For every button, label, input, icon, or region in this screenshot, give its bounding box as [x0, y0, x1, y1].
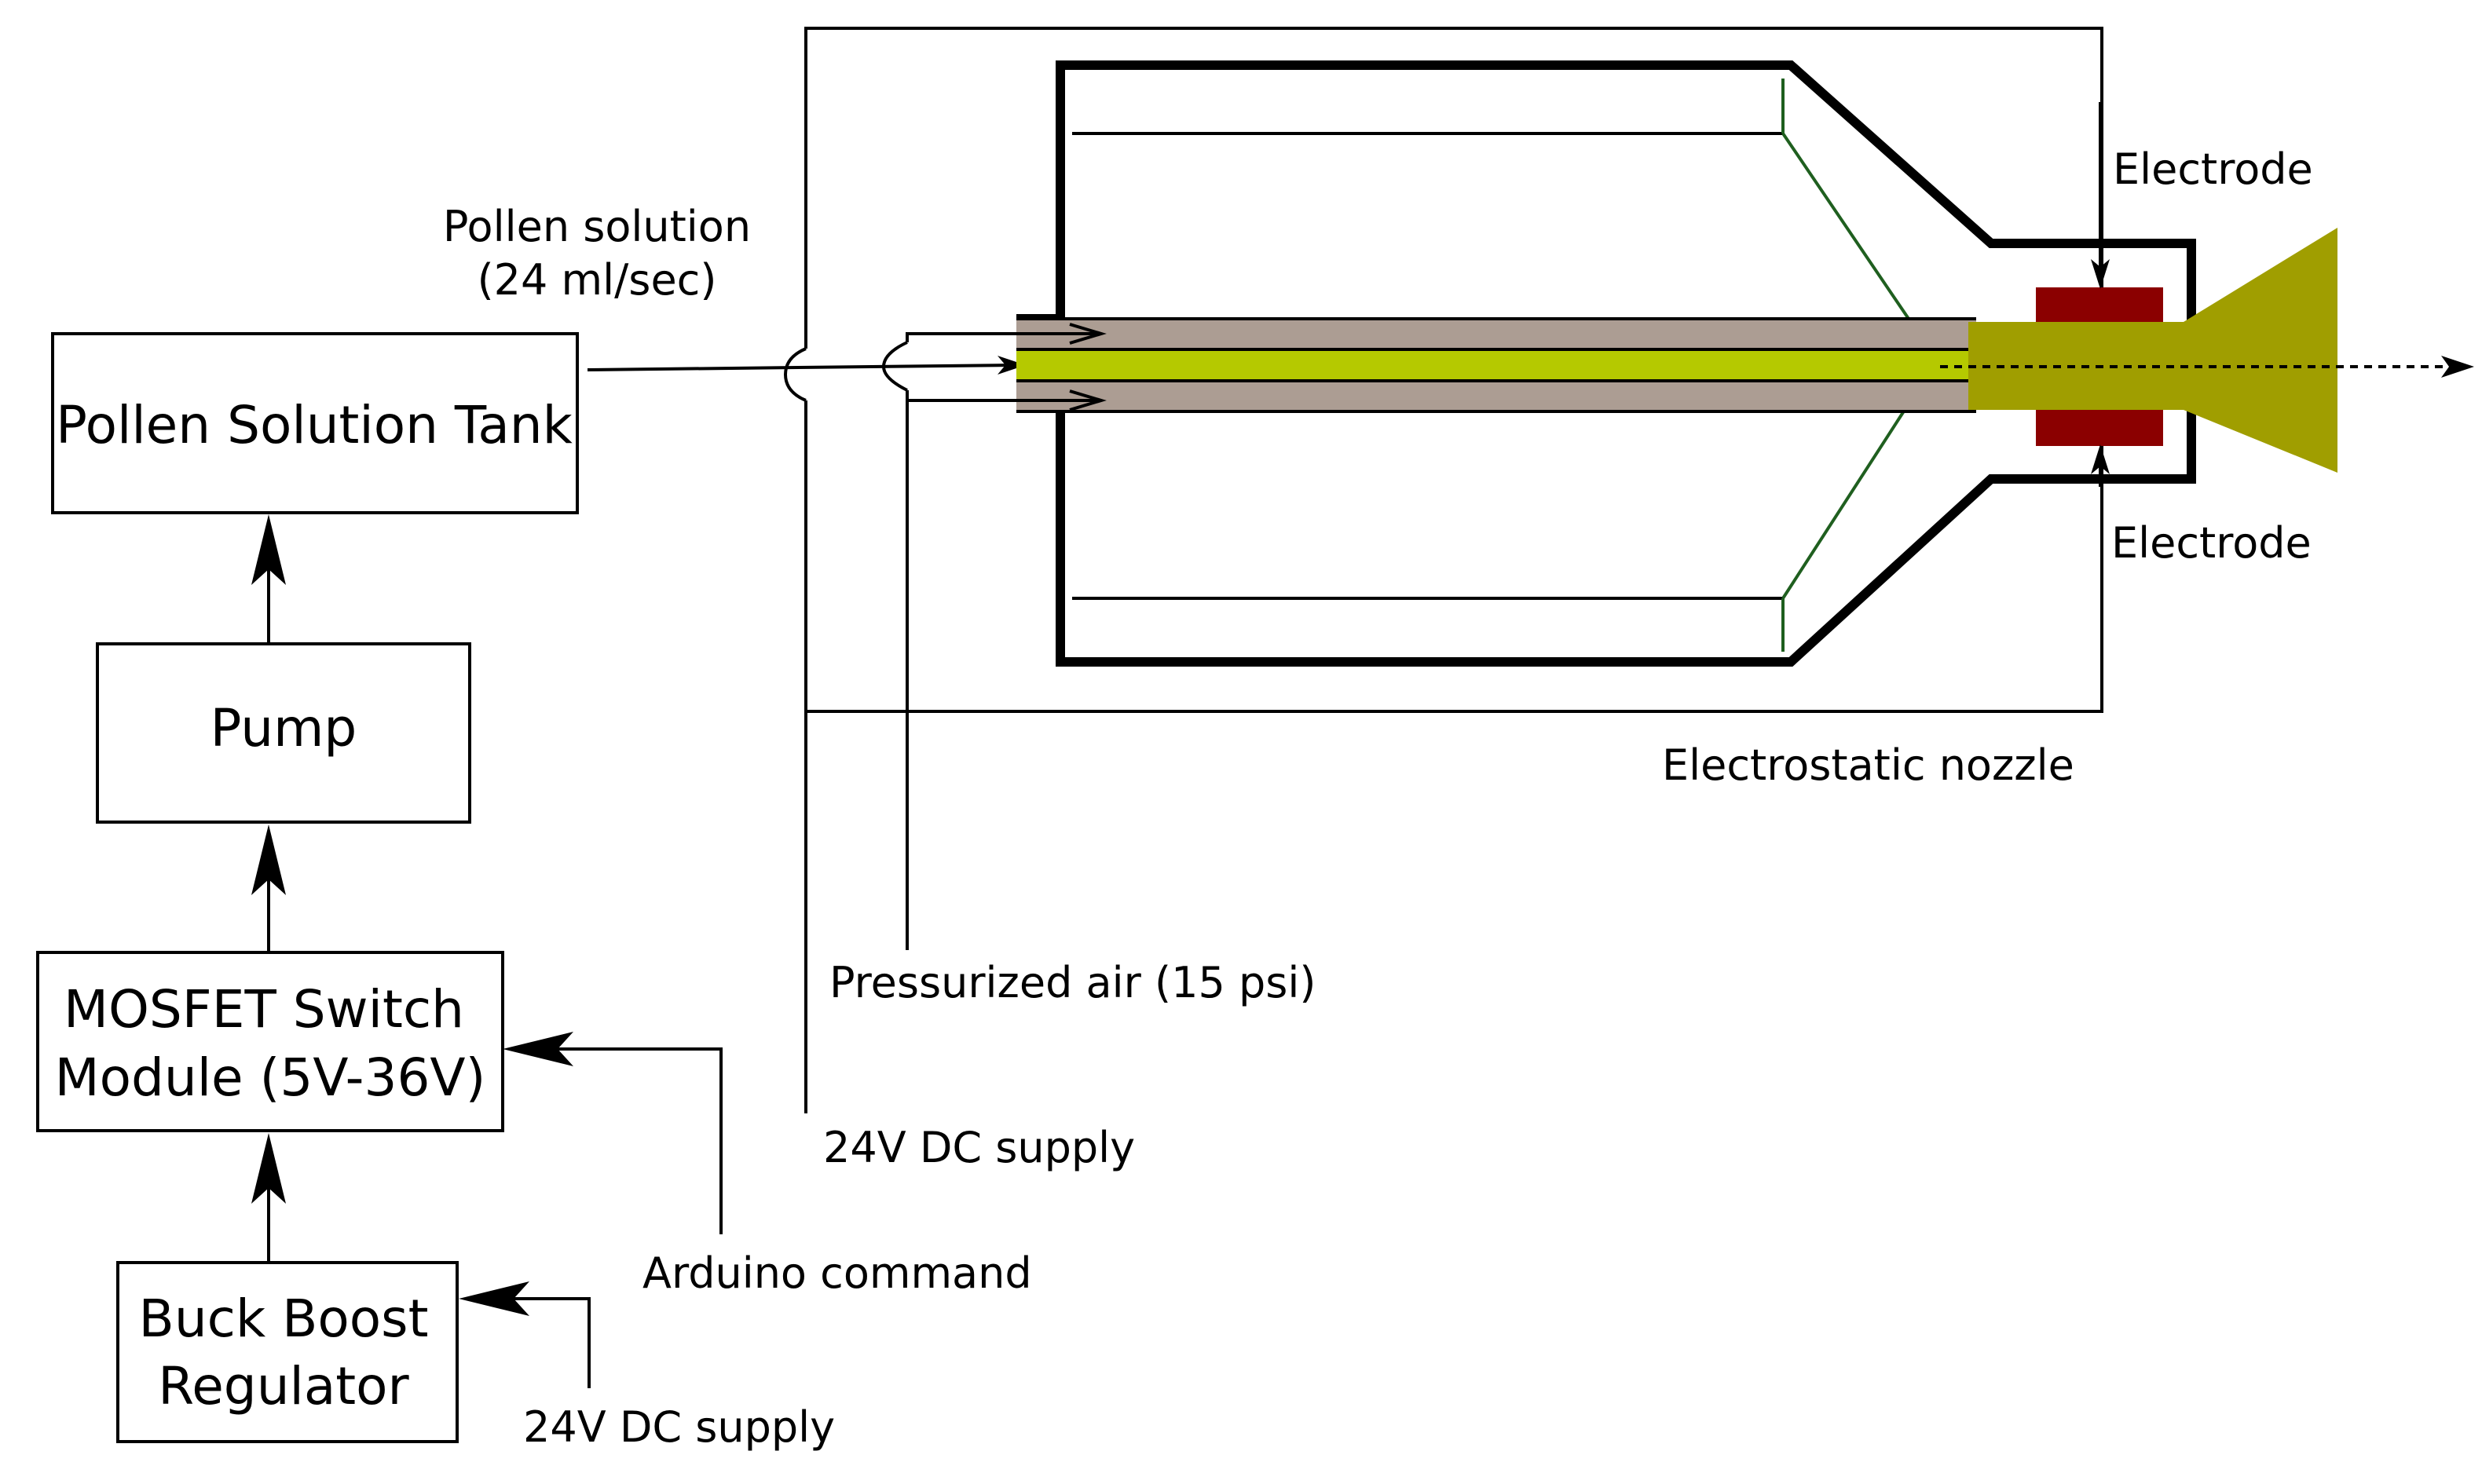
nozzle-inner-liner: [1072, 79, 1910, 652]
arrow-pump-to-tank: [251, 514, 286, 585]
dc-supply-regulator-label: 24V DC supply: [523, 1402, 835, 1452]
arduino-command-line: [503, 1032, 723, 1234]
pollen-solution-label-line1: Pollen solution: [443, 202, 751, 251]
electrode-top-label: Electrode: [2113, 144, 2313, 194]
electrostatic-nozzle-frame: [783, 27, 2103, 1113]
arrow-buck-to-mosfet: [251, 1133, 286, 1204]
spray-plume: [1968, 228, 2337, 473]
tank-label: Pollen Solution Tank: [56, 395, 573, 455]
regulator-supply-line: [459, 1281, 591, 1388]
buck-boost-box: Buck Boost Regulator: [116, 1261, 459, 1443]
solution-channel: [1016, 349, 1976, 381]
arrow-mosfet-to-pump: [251, 824, 286, 895]
electrode-top-block: [2036, 287, 2163, 322]
central-tube: [1016, 317, 1976, 413]
electrode-bottom-label: Electrode: [2111, 518, 2312, 568]
electrostatic-nozzle-label: Electrostatic nozzle: [1662, 740, 2074, 790]
vertical-arrows: [251, 514, 286, 1263]
air-inlet-arrows: [906, 323, 1107, 411]
pollen-feed-line: [587, 356, 1026, 375]
buck-label-line1: Buck Boost: [139, 1288, 429, 1349]
pressurized-air-label: Pressurized air (15 psi): [829, 958, 1316, 1007]
tank-box: Pollen Solution Tank: [51, 332, 579, 514]
mosfet-label-line2: Module (5V-36V): [55, 1047, 486, 1108]
buck-label-line2: Regulator: [158, 1356, 409, 1416]
electrode-bottom-block: [2036, 410, 2163, 446]
mosfet-label-line1: MOSFET Switch: [64, 979, 464, 1040]
electrode-pointers: [2091, 102, 2110, 487]
spray-direction-arrow: [1940, 356, 2474, 378]
mosfet-box: MOSFET Switch Module (5V-36V): [36, 951, 504, 1132]
pollen-solution-label-line2: (24 ml/sec): [478, 255, 717, 305]
dc-supply-nozzle-label: 24V DC supply: [823, 1123, 1135, 1172]
pump-label: Pump: [210, 698, 357, 758]
pump-box: Pump: [96, 642, 471, 824]
arduino-command-label: Arduino command: [642, 1248, 1032, 1298]
